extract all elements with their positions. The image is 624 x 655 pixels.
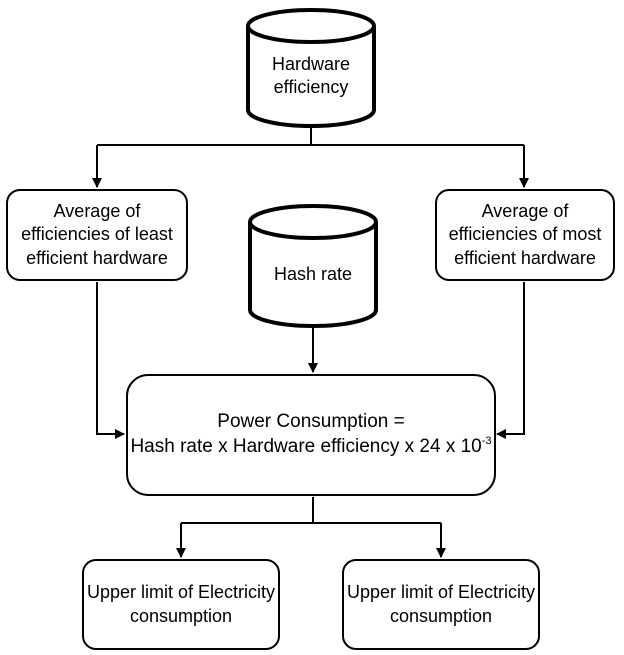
formula-exponent: -3	[481, 435, 492, 447]
power-consumption-title: Power Consumption =	[217, 411, 405, 433]
formula-text: Hash rate x Hardware efficiency x 24 x 1…	[130, 436, 482, 457]
avg-least-line3: efficient hardware	[26, 247, 168, 268]
hash-rate-label: Hash rate	[250, 255, 376, 295]
upper-left-line2: consumption	[129, 605, 233, 626]
upper-right-line2: consumption	[389, 605, 493, 626]
avg-most-line3: efficient hardware	[454, 247, 596, 268]
hash-rate-text: Hash rate	[273, 264, 353, 285]
hardware-efficiency-line2: efficiency	[273, 77, 349, 97]
avg-least-line2: efficiencies of least	[21, 224, 173, 245]
power-consumption-box: Power Consumption = Hash rate x Hardware…	[126, 374, 496, 496]
power-consumption-formula: Hash rate x Hardware efficiency x 24 x 1…	[130, 435, 491, 460]
upper-left-line1: Upper limit of Electricity	[86, 582, 276, 603]
hash-rate-cylinder	[248, 204, 378, 328]
upper-limit-left-box: Upper limit of Electricity consumption	[82, 559, 280, 650]
avg-least-line1: Average of	[53, 200, 141, 221]
avg-most-efficient-box: Average of efficiencies of most efficien…	[435, 189, 615, 281]
hardware-efficiency-line1: Hardware	[271, 53, 351, 74]
avg-most-line2: efficiencies of most	[448, 224, 602, 245]
avg-most-line1: Average of	[481, 200, 569, 221]
arrow-avg-most-to-power	[496, 282, 525, 439]
upper-right-line1: Upper limit of Electricity	[346, 582, 536, 603]
hardware-efficiency-label: Hardware efficiency	[248, 45, 374, 107]
upper-limit-right-box: Upper limit of Electricity consumption	[342, 559, 540, 650]
arrow-avg-least-to-power	[96, 282, 125, 439]
avg-least-efficient-box: Average of efficiencies of least efficie…	[6, 189, 188, 281]
